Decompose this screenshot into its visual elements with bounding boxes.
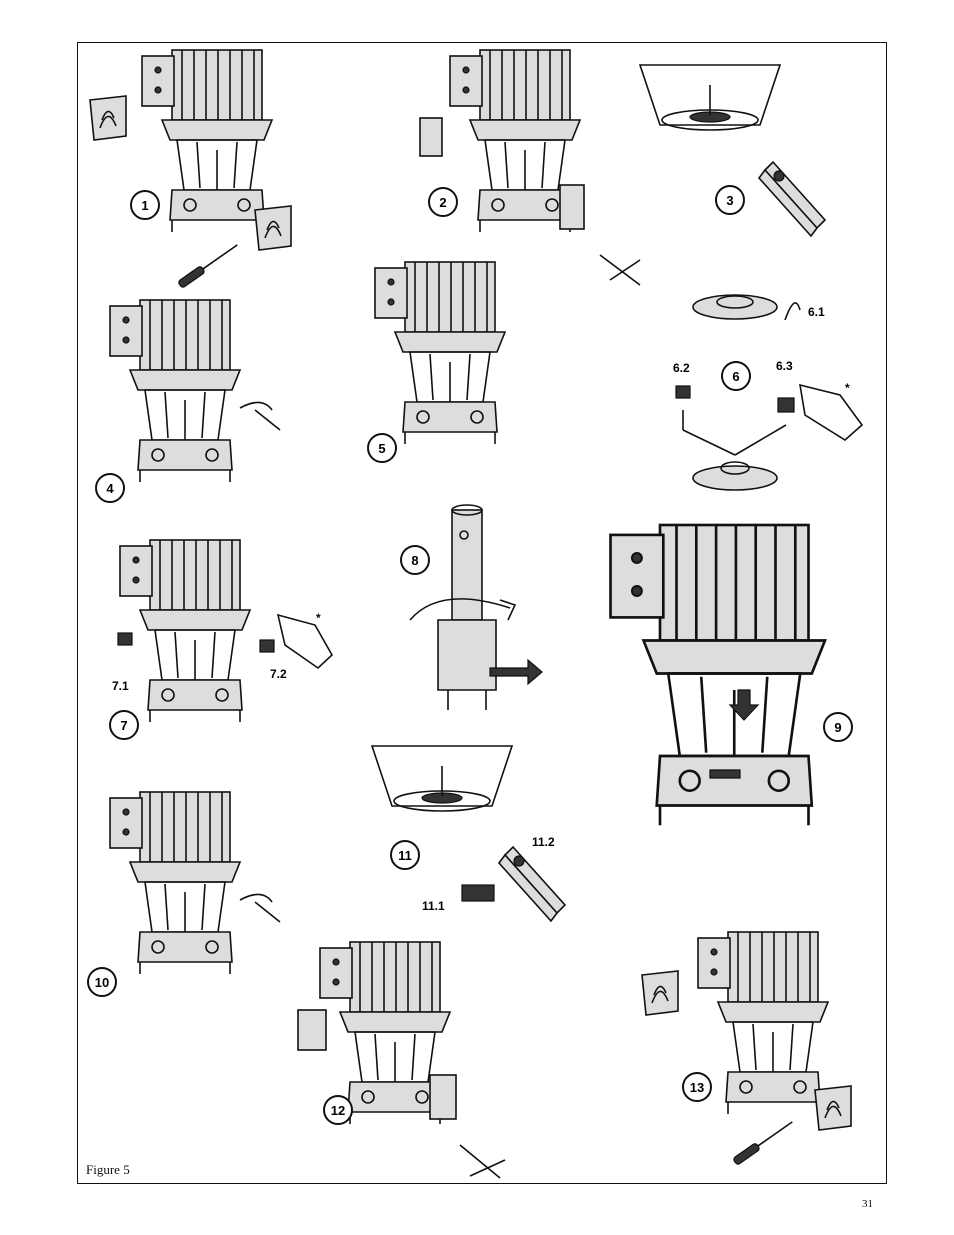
step-3-marker: 3: [715, 185, 745, 215]
asterisk-6: *: [845, 381, 850, 395]
step-10-label: 10: [95, 975, 109, 990]
step-2-marker: 2: [428, 187, 458, 217]
sublabel-11-1: 11.1: [422, 899, 445, 913]
step-4-marker: 4: [95, 473, 125, 503]
step-1-marker: 1: [130, 190, 160, 220]
sublabel-6-2: 6.2: [673, 361, 690, 375]
sublabel-7-2: 7.2: [270, 667, 287, 681]
step-2-label: 2: [439, 195, 446, 210]
step-11-label: 11: [398, 848, 412, 863]
step-4-label: 4: [106, 481, 114, 496]
step-13-label: 13: [690, 1080, 704, 1095]
step-1-label: 1: [141, 198, 148, 213]
step-7-marker: 7: [109, 710, 139, 740]
step-10-marker: 10: [87, 967, 117, 997]
step-11-marker: 11: [390, 840, 420, 870]
sublabel-7-1: 7.1: [112, 679, 129, 693]
step-5-marker: 5: [367, 433, 397, 463]
step-9-label: 9: [834, 720, 841, 735]
figure-frame: [77, 42, 887, 1184]
step-7-label: 7: [120, 718, 127, 733]
step-12-label: 12: [331, 1103, 345, 1118]
step-8-label: 8: [411, 553, 418, 568]
step-6-marker: 6: [721, 361, 751, 391]
sublabel-11-2: 11.2: [532, 835, 555, 849]
step-9-pump: [609, 523, 827, 827]
step-6-parts: 6.1 6.2 6.3 *: [673, 294, 864, 491]
page-number: 31: [862, 1198, 873, 1210]
figure-caption: Figure 5: [86, 1162, 130, 1177]
sublabel-6-3: 6.3: [776, 359, 793, 373]
step-9-marker: 9: [823, 712, 853, 742]
asterisk-7: *: [316, 611, 321, 625]
step-5-label: 5: [378, 441, 385, 456]
step-13-marker: 13: [682, 1072, 712, 1102]
sublabel-6-1: 6.1: [808, 305, 825, 319]
step-8-shaft: [409, 504, 543, 710]
step-8-marker: 8: [400, 545, 430, 575]
step-3-label: 3: [726, 193, 733, 208]
step-12-marker: 12: [323, 1095, 353, 1125]
step-6-label: 6: [732, 369, 739, 384]
